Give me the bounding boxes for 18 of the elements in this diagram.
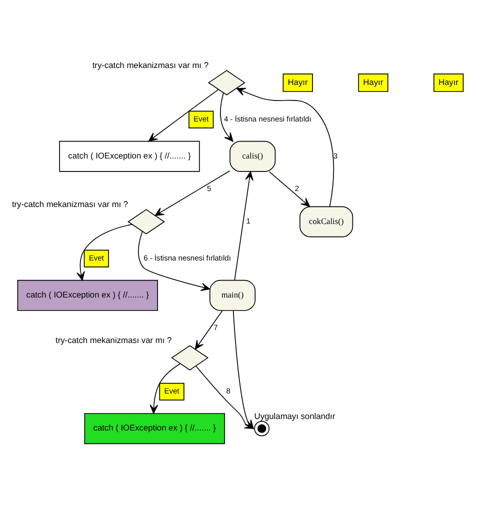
node-label: Uygulamayı sonlandır [254,410,336,421]
edge-label: Evet [194,114,209,124]
edge-label: Evet [164,386,180,396]
label: Hayır [438,77,458,88]
edge-label: 5 [206,184,212,193]
label: Hayır [363,77,384,88]
edge-label: Evet [88,253,104,262]
node-label: try-catch mekanizması var mı ? [12,199,128,210]
edge-label: 4 - İstisna nesnesi fırlatıldı [224,114,312,124]
node-label: try-catch mekanizması var mı ? [92,60,208,70]
label: Hayır [288,77,308,88]
edge-label: 7 [214,322,218,332]
edge-label: 8 [226,386,230,396]
node-label: try-catch mekanizması var mı ? [56,335,172,346]
edge-label: 3 [333,151,338,160]
edge-label: 2 [294,184,300,193]
edge-label: 1 [246,216,251,226]
edge-label: 6 - İstisna nesnesi fırlatıldı [144,253,231,262]
